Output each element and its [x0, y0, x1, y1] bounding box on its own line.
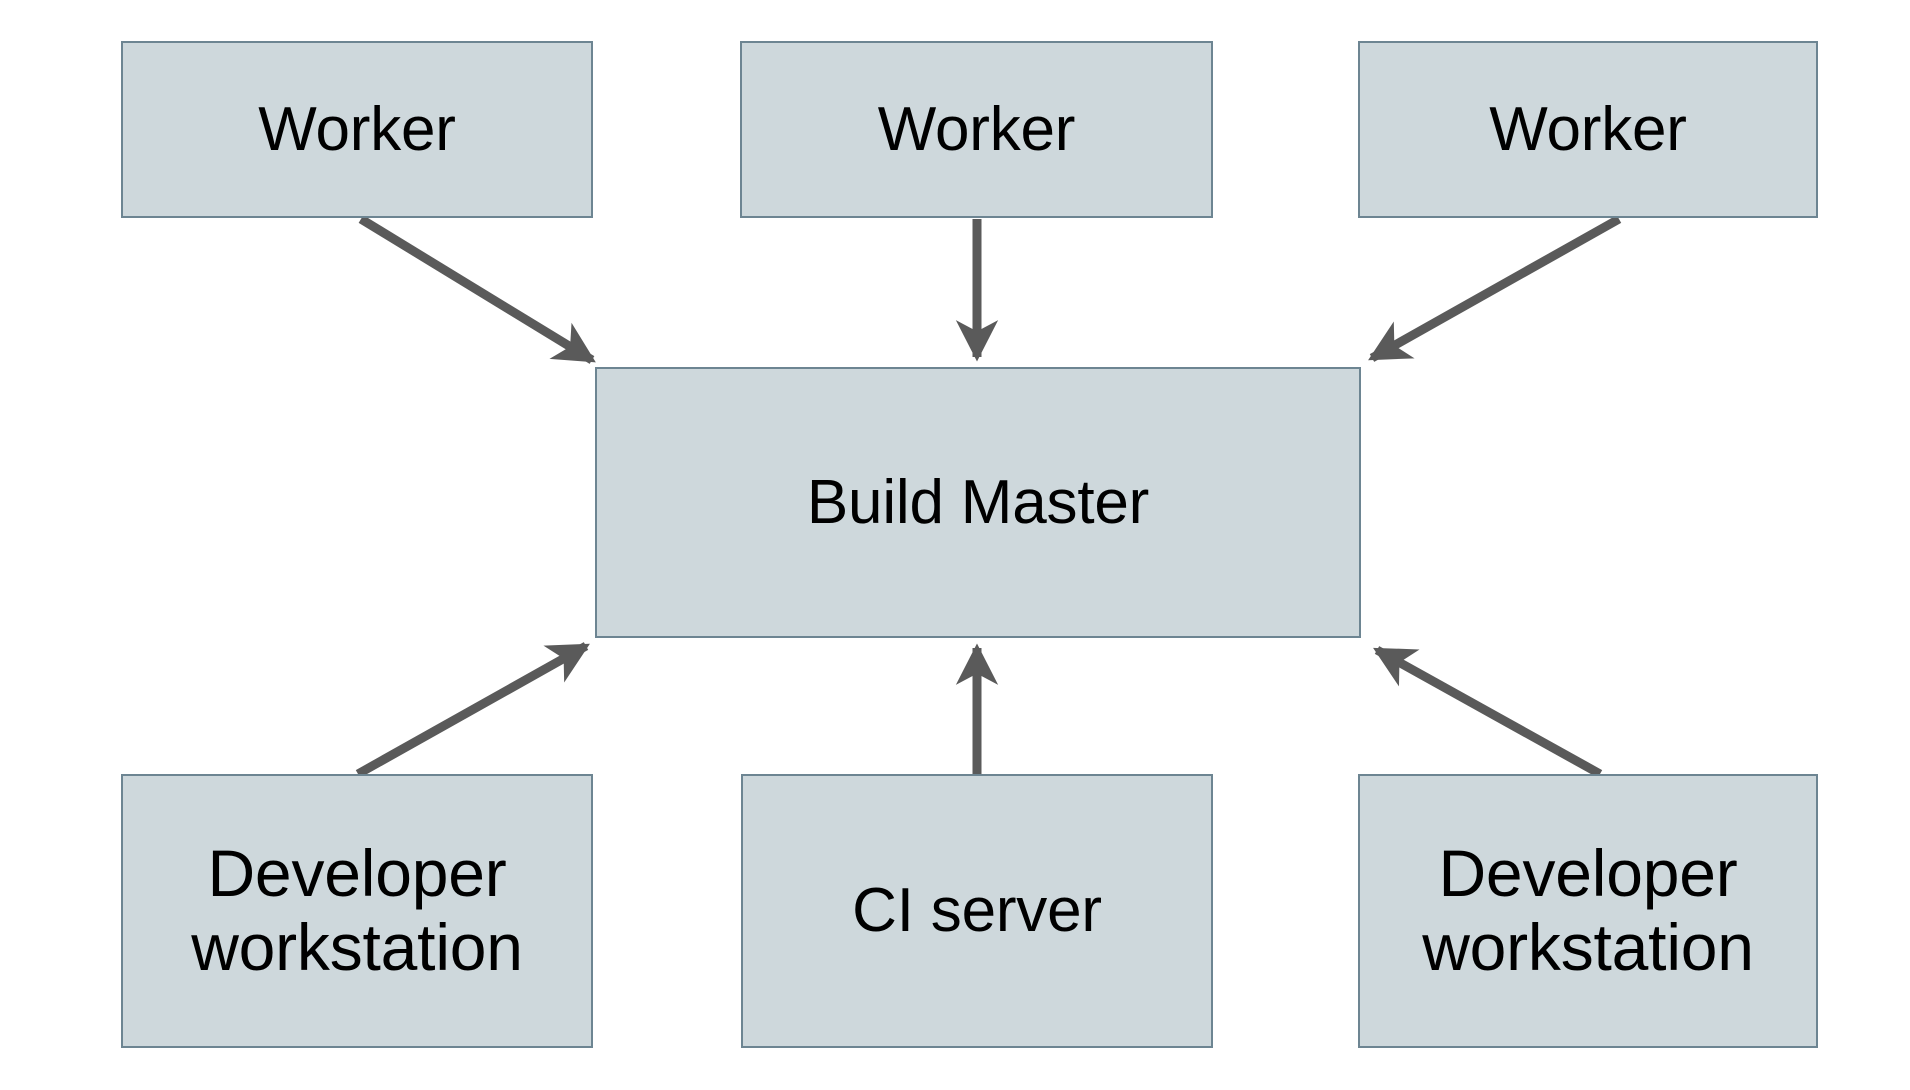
- node-worker-b-label: Worker: [877, 94, 1076, 164]
- node-developer-workstation-right[interactable]: Developer workstation: [1358, 774, 1818, 1048]
- node-worker-a[interactable]: Worker: [121, 41, 593, 218]
- node-worker-c[interactable]: Worker: [1358, 41, 1818, 218]
- node-worker-b[interactable]: Worker: [740, 41, 1213, 218]
- edge-worker-c-to-master: [1368, 215, 1622, 362]
- edge-worker-a-to-master: [358, 215, 596, 364]
- edge-dev-right-to-master: [1373, 646, 1603, 778]
- node-worker-a-label: Worker: [258, 94, 456, 164]
- node-worker-c-label: Worker: [1489, 94, 1687, 164]
- node-ci-server-label: CI server: [852, 876, 1102, 946]
- node-build-master[interactable]: Build Master: [595, 367, 1361, 638]
- node-developer-workstation-right-label: Developer workstation: [1422, 836, 1754, 984]
- node-build-master-label: Build Master: [806, 467, 1150, 537]
- node-developer-workstation-left[interactable]: Developer workstation: [121, 774, 593, 1048]
- node-developer-workstation-left-label: Developer workstation: [191, 836, 523, 984]
- edge-dev-left-to-master: [355, 642, 590, 778]
- node-ci-server[interactable]: CI server: [741, 774, 1213, 1048]
